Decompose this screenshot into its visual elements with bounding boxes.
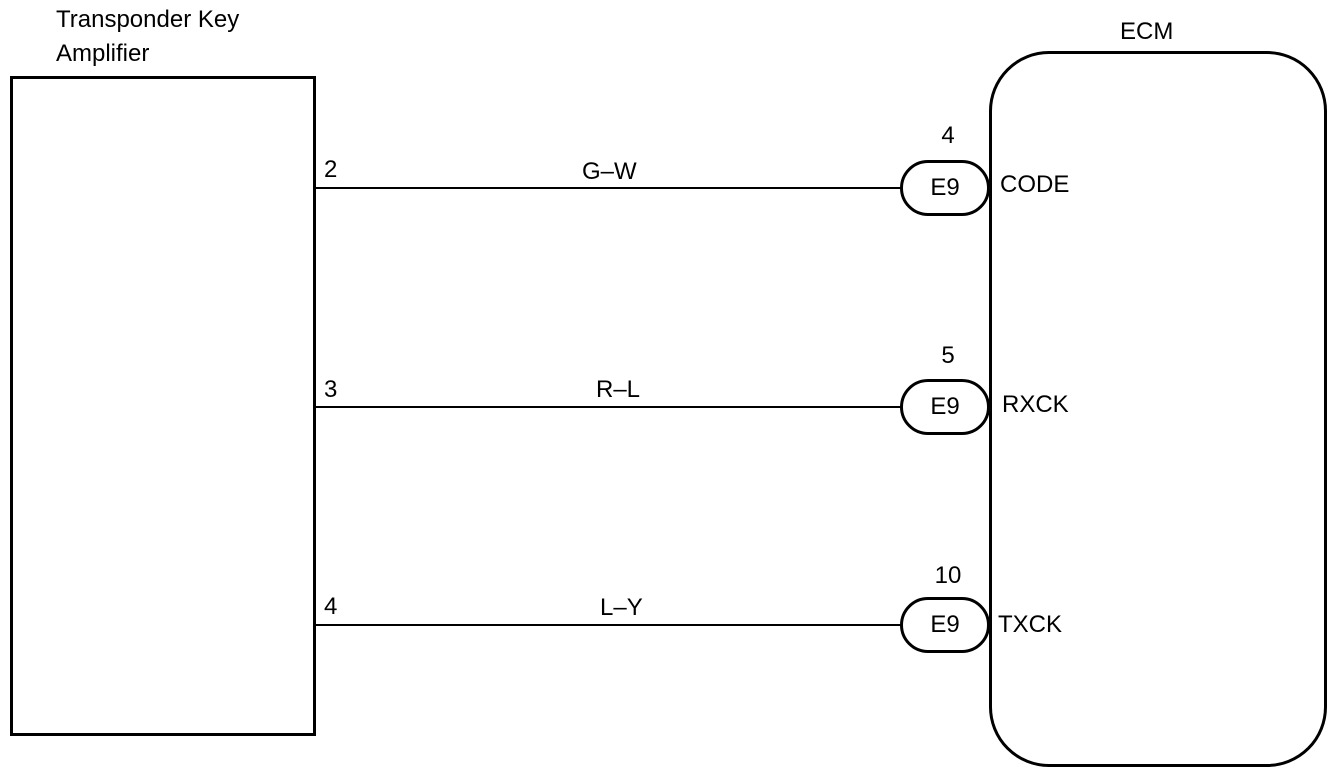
ecm-pin-circuit-2: 5: [941, 342, 955, 369]
ecm-box: [989, 51, 1327, 767]
wire-circuit-3: [316, 624, 904, 626]
wire-circuit-1: [316, 187, 904, 189]
amplifier-box: [10, 76, 316, 736]
signal-label-circuit-2: RXCK: [1002, 391, 1069, 418]
wire-color-circuit-1: G–W: [582, 158, 637, 185]
signal-label-circuit-3: TXCK: [998, 611, 1063, 638]
connector-e9-circuit-3: E9: [900, 597, 990, 653]
ecm-title: ECM: [1120, 18, 1174, 45]
amp-pin-circuit-1: 2: [324, 156, 338, 183]
wire-color-circuit-3: L–Y: [600, 594, 643, 621]
signal-label-circuit-1: CODE: [1000, 171, 1070, 198]
amplifier-title-line2: Amplifier: [56, 40, 150, 67]
connector-e9-circuit-1: E9: [900, 160, 990, 216]
connector-e9-circuit-2: E9: [900, 379, 990, 435]
wire-circuit-2: [316, 406, 904, 408]
amp-pin-circuit-2: 3: [324, 376, 338, 403]
amplifier-title-line1: Transponder Key: [56, 6, 240, 33]
ecm-pin-circuit-3: 10: [934, 562, 962, 589]
ecm-pin-circuit-1: 4: [941, 122, 955, 149]
amp-pin-circuit-3: 4: [324, 593, 338, 620]
wire-color-circuit-2: R–L: [596, 376, 641, 403]
